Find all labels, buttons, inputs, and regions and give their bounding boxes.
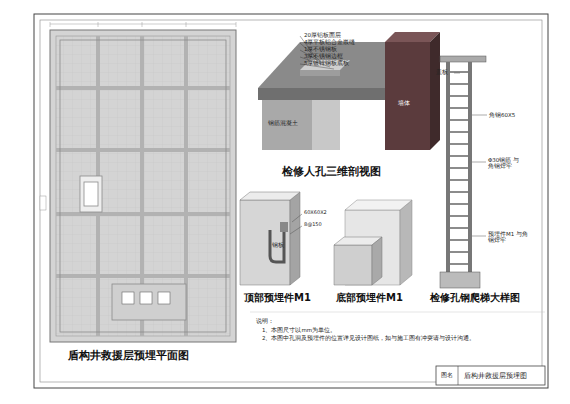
annotation-label: 钢板	[272, 242, 284, 249]
view-caption: 盾构井救援层预埋平面图	[68, 350, 189, 363]
ladder-rung	[450, 167, 468, 169]
annotation-label: 1厚不锈钢板	[304, 46, 338, 52]
annotation-label: 1、本图尺寸以mm为单位。	[262, 327, 336, 333]
drawing-name: 盾构井救援层预埋图	[458, 371, 530, 381]
annotation-label: 60X60X2	[304, 210, 327, 216]
floor-plan	[40, 22, 236, 342]
steel-ladder	[440, 56, 487, 288]
annotation-label: 8@150	[304, 222, 322, 228]
top-embedded-part	[240, 192, 302, 285]
ladder-rung	[450, 191, 468, 193]
manhole-section-view	[258, 32, 440, 150]
ladder-rung	[450, 155, 468, 157]
annotation-label: 说明：	[256, 318, 274, 325]
ladder-rung	[450, 215, 468, 217]
annotation-label: 预埋件M1 与角钢焊牢	[488, 231, 530, 244]
annotation-label: 3厚不锈钢边框	[304, 53, 344, 59]
view-caption: 检修孔钢爬梯大样图	[430, 292, 520, 304]
annotation-label: 钢筋混凝土	[268, 120, 298, 127]
ladder-rung	[450, 239, 468, 241]
ladder-rung	[450, 251, 468, 253]
annotation-label: 墙体	[398, 100, 410, 107]
ladder-rung	[450, 263, 468, 265]
title-block: 图名盾构井救援层预埋图	[436, 366, 545, 385]
ladder-rung	[450, 95, 468, 97]
ladder-rung	[450, 131, 468, 133]
ladder-rung	[450, 227, 468, 229]
field-name: 图名	[436, 371, 458, 380]
bottom-embedded-part	[334, 200, 412, 285]
ladder-rung	[450, 83, 468, 85]
view-caption: 检修人孔三维剖视图	[282, 166, 381, 179]
annotation-label: Φ30钢筋 与角钢焊牢	[488, 157, 522, 170]
annotation-label: 盖板	[436, 69, 448, 75]
ladder-rung	[450, 107, 468, 109]
view-caption: 底部预埋件M1	[336, 292, 403, 304]
ladder-rung	[450, 203, 468, 205]
annotation-label: 20厚铝板面层	[304, 32, 341, 38]
ladder-rung	[450, 143, 468, 145]
annotation-label: 2、本图中孔洞及预埋件的位置详见设计图纸，如与施工图有冲突请与设计沟通。	[262, 335, 482, 341]
view-caption: 顶部预埋件M1	[244, 292, 311, 304]
annotation-label: 4厚平板铝合金嵌缝	[304, 39, 356, 45]
annotation-label: 5厚镀锌钢板底板	[304, 60, 350, 66]
ladder-rung	[450, 179, 468, 181]
ladder-rung	[450, 71, 468, 73]
ladder-rung	[450, 119, 468, 121]
annotation-label: 角钢60X5	[489, 112, 515, 118]
